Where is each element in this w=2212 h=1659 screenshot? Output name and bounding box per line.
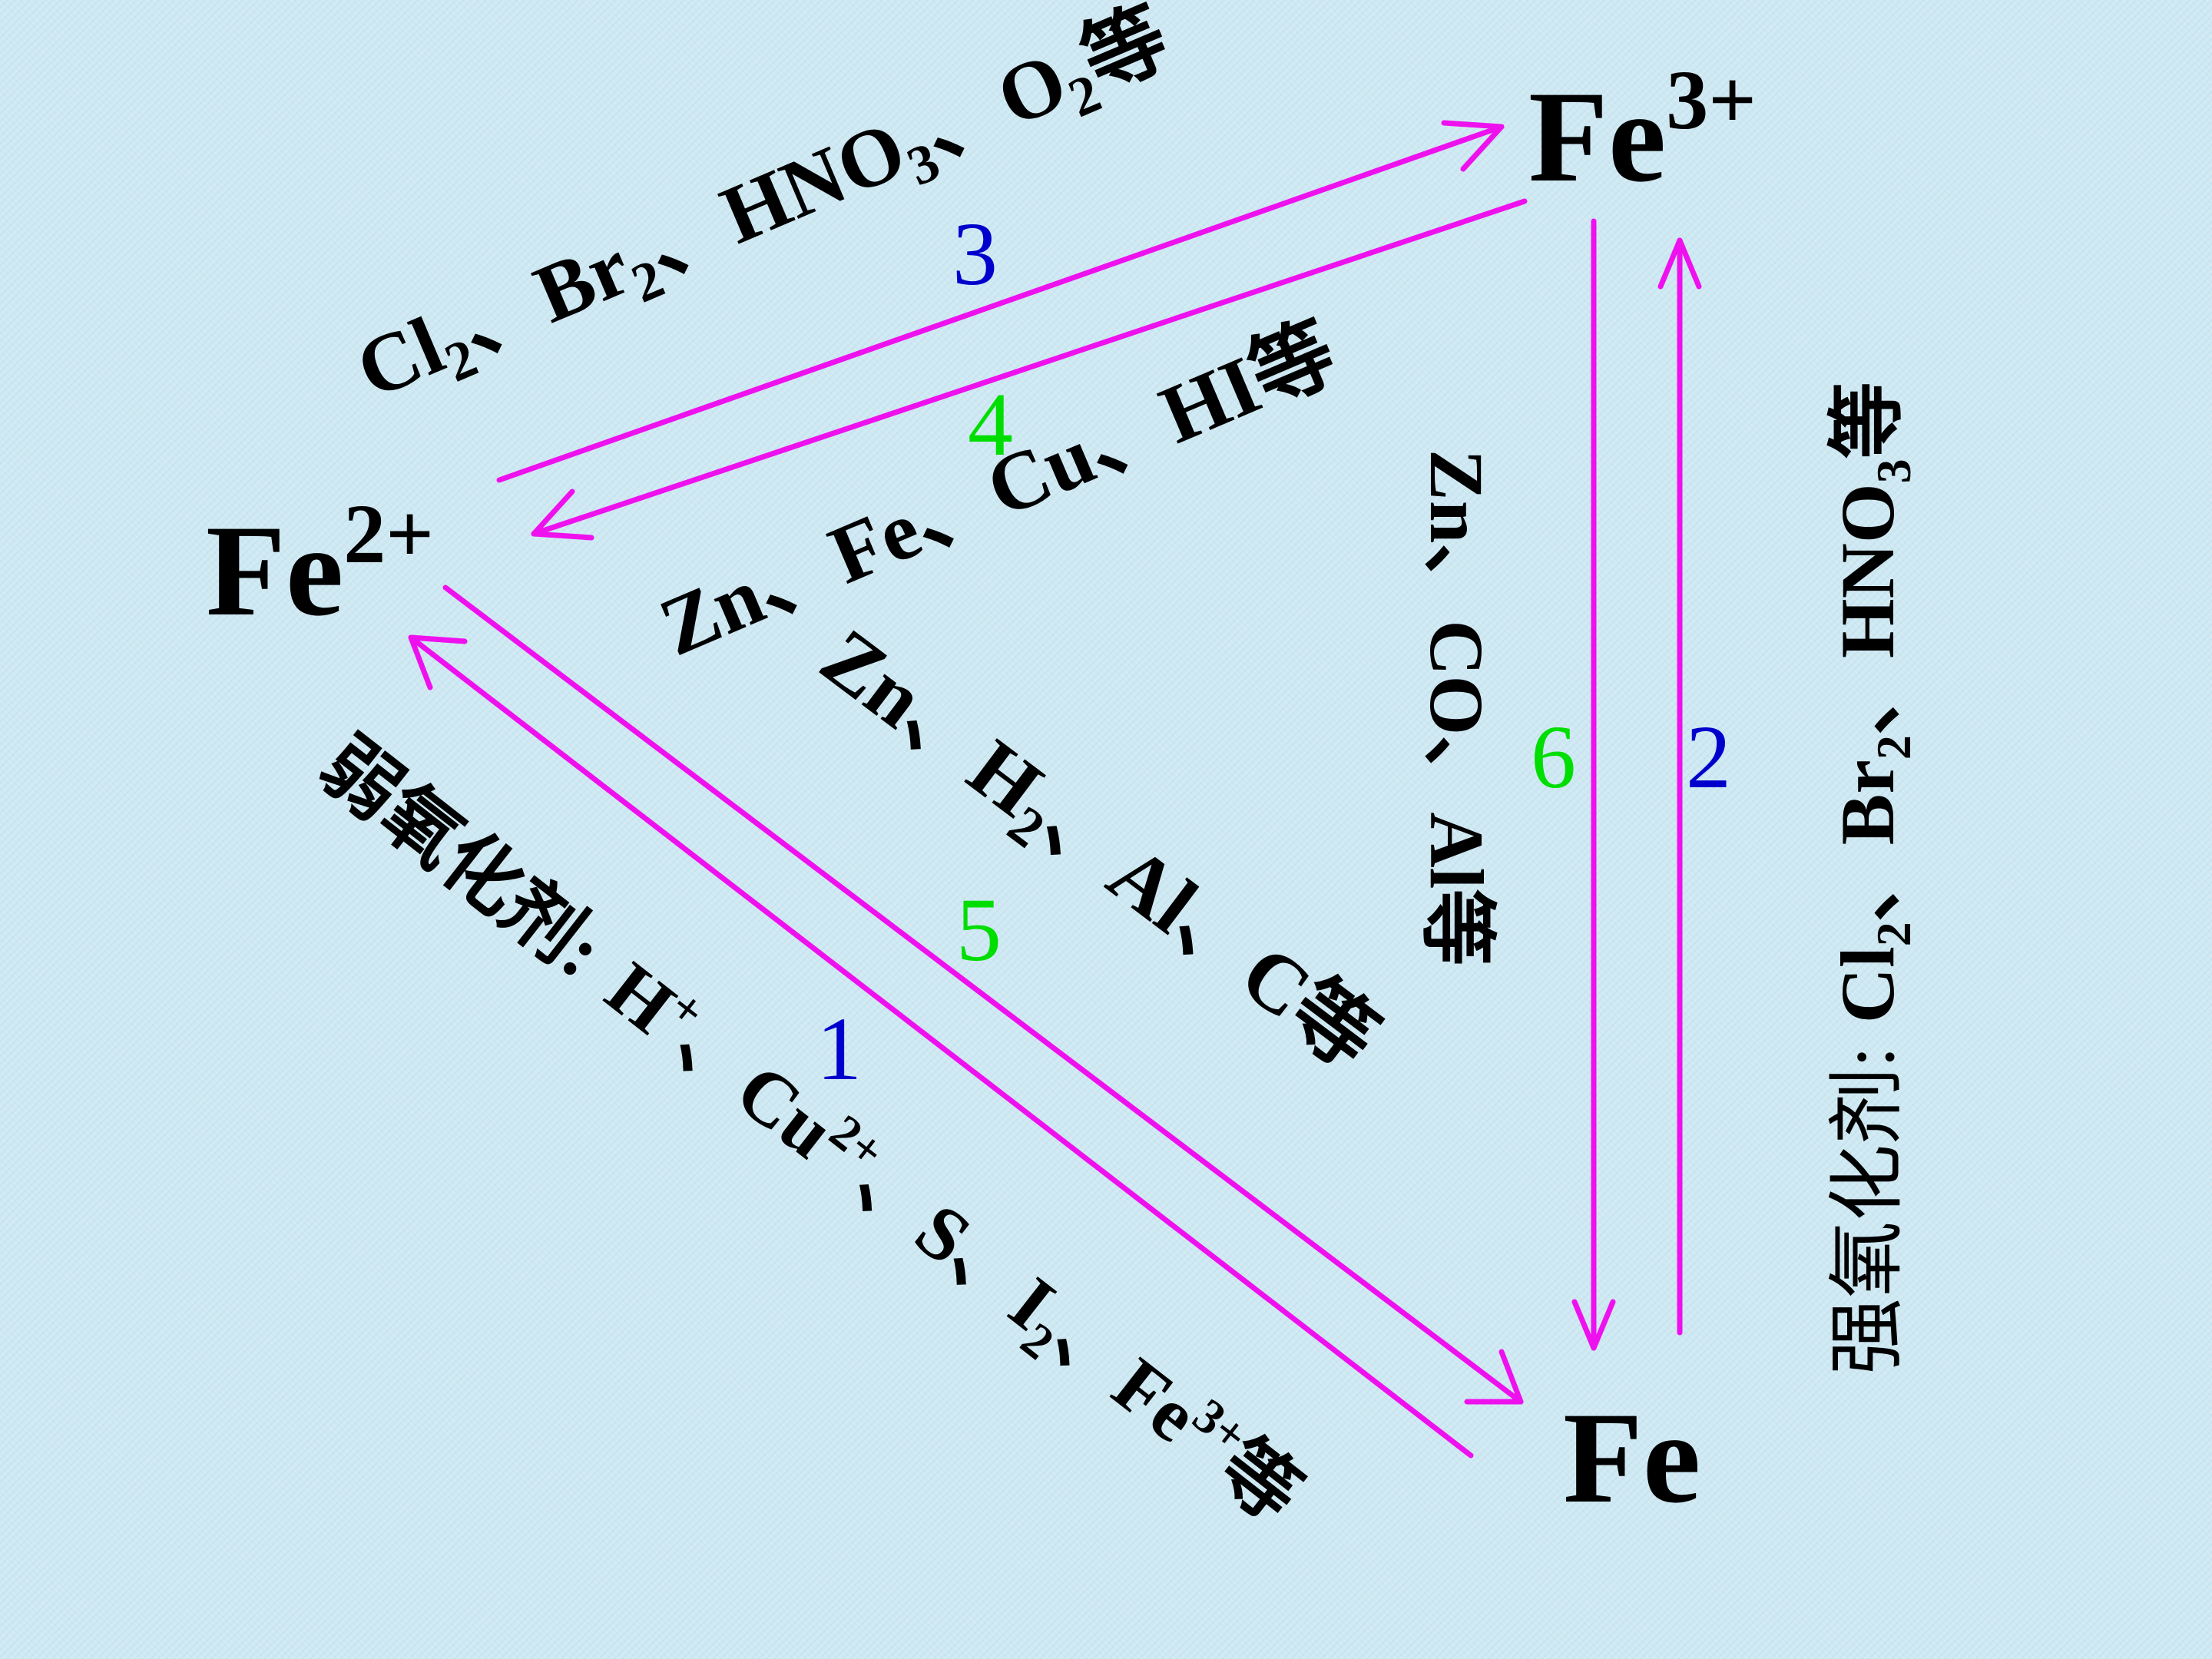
arrow-number-4: 4: [968, 374, 1013, 475]
fe3-base: Fe: [1528, 65, 1666, 209]
fe-node: Fe: [1563, 1386, 1700, 1530]
arrow-number-1: 1: [816, 998, 862, 1099]
fe3-charge: 3+: [1666, 53, 1757, 147]
arrow-2: [1657, 237, 1702, 1336]
arrow-4: [531, 198, 1528, 541]
reagent-label-arrow4: Zn、Fe、Cu、HI等: [647, 306, 1349, 674]
fe2-base: Fe: [206, 498, 343, 643]
arrow-5: [442, 584, 1524, 1405]
arrow-number-6: 6: [1531, 707, 1576, 807]
reagent-label-arrow2: 强氧化剂:Cl2、Br2、HNO3等: [1825, 382, 1921, 1375]
arrow-1: [408, 634, 1474, 1459]
reagent-label-arrow5: Zn、H2、Al、C等: [798, 611, 1393, 1095]
arrow-6: [1571, 218, 1616, 1351]
arrow-number-5: 5: [956, 879, 1002, 980]
arrow-3: [496, 120, 1505, 483]
fe3-node: Fe3+: [1528, 53, 1757, 209]
reagent-label-arrow6: Zn、CO、Al等: [1414, 449, 1499, 965]
arrow-number-2: 2: [1686, 707, 1731, 807]
fe2-node: Fe2+: [206, 487, 434, 643]
fe2-charge: 2+: [343, 487, 434, 581]
arrow-number-3: 3: [952, 204, 998, 304]
reagent-label-arrow3: Cl2、Br2、HNO3、O2等: [344, 0, 1186, 426]
